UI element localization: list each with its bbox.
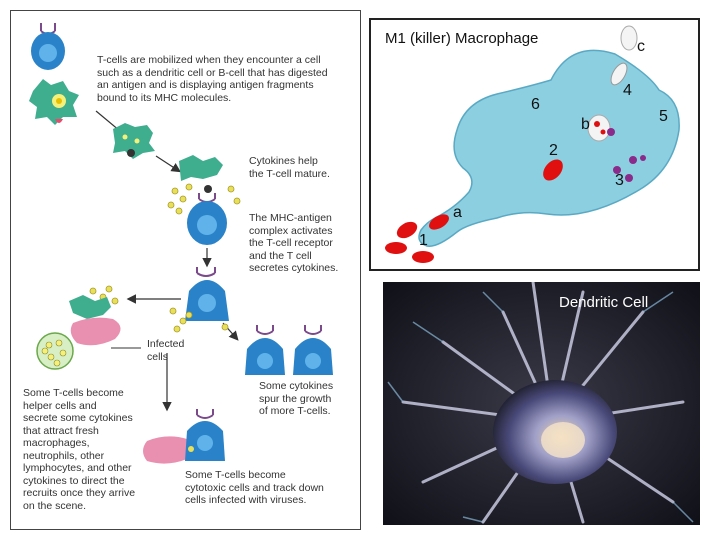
dendritic-cell-image: Dendritic Cell: [383, 282, 700, 525]
cytotoxic-pair: [143, 409, 225, 464]
macrophage-cell-body: [418, 49, 680, 247]
label-b: b: [581, 116, 590, 133]
caption-mobilized: T-cells are mobilized when they encounte…: [97, 54, 328, 104]
caption-helper-cells: Some T-cells become helper cells and sec…: [23, 387, 136, 512]
free-bacteria: [385, 221, 434, 263]
dendritic-tcell-binding: [179, 155, 227, 245]
helper-recruits: [36, 295, 121, 370]
t-cell-activation-diagram: T-cells are mobilized when they encounte…: [10, 10, 361, 530]
t-cell-illustrations: [29, 23, 333, 464]
dendritic-cell-middle: [113, 123, 155, 159]
cytokines-2: [89, 285, 229, 333]
caption-cytotoxic: Some T-cells become cytotoxic cells and …: [185, 469, 324, 506]
label-2: 2: [549, 142, 558, 159]
t-cells-right: [245, 325, 333, 375]
label-6: 6: [531, 96, 540, 113]
label-3: 3: [615, 172, 624, 189]
arrow-2: [155, 155, 182, 173]
caption-cytokines-help: Cytokines help the T-cell mature.: [249, 155, 330, 180]
caption-spur-growth: Some cytokines spur the growth of more T…: [259, 380, 334, 417]
dendritic-cell-top: [29, 79, 79, 125]
dendritic-cell-photo: [383, 282, 700, 525]
label-c: c: [637, 38, 645, 55]
macrophage-diagram: M1 (killer) Macrophage 1 2 3 4 5 6 a b c: [369, 18, 700, 271]
caption-mhc-antigen: The MHC-antigen complex activates the T-…: [249, 212, 339, 274]
t-cell-center: [185, 267, 229, 321]
granules: [607, 128, 646, 182]
label-1: 1: [419, 232, 428, 249]
label-4: 4: [623, 82, 632, 99]
label-a: a: [453, 204, 462, 221]
cytokines-1: [167, 183, 241, 215]
macrophage-illustration: [385, 25, 680, 263]
macrophage-title: M1 (killer) Macrophage: [385, 30, 539, 47]
label-5: 5: [659, 108, 668, 125]
dendritic-cell-label: Dendritic Cell: [559, 294, 649, 311]
caption-infected-cells: Infected cells: [147, 338, 185, 363]
t-cell-top: [31, 23, 65, 70]
engulfed-bacteria: [429, 25, 638, 230]
